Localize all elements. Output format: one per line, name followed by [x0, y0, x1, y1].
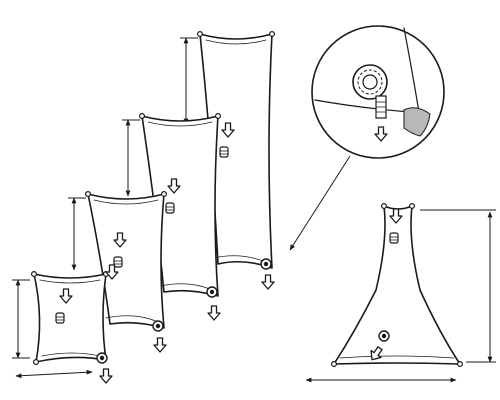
valve-icon: [378, 330, 390, 342]
valve-icon: [260, 258, 272, 270]
pyramid-bag: [305, 203, 496, 383]
magnifier-detail: [311, 25, 445, 159]
valve-icon: [96, 352, 108, 364]
bag-size-1: [12, 264, 119, 384]
valve-icon: [206, 286, 218, 298]
bag-size-2: [68, 178, 181, 353]
valve-icon: [152, 320, 164, 332]
